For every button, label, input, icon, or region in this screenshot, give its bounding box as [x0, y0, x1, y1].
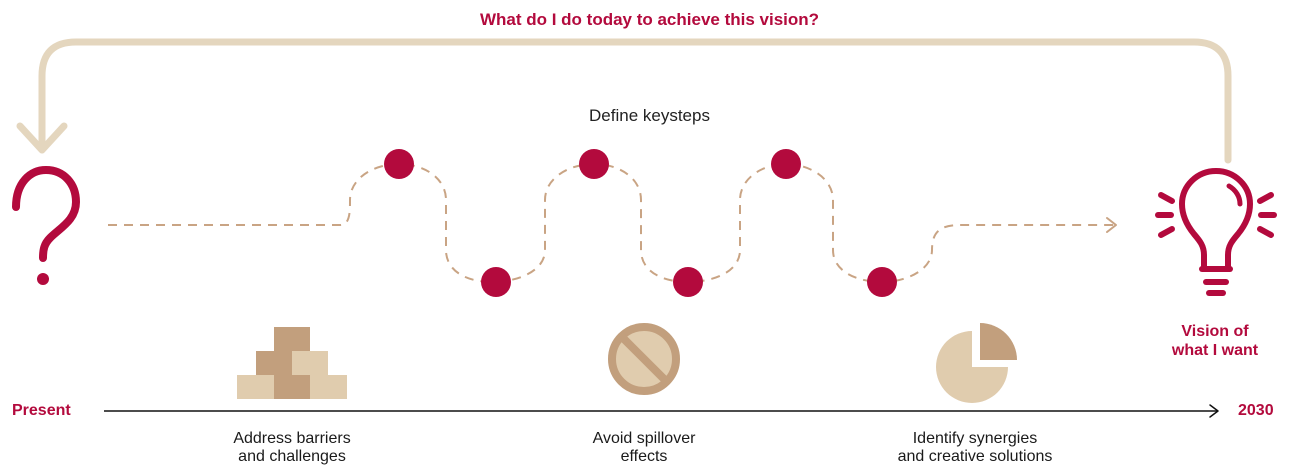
lightbulb-icon [1155, 168, 1277, 296]
timeline-start-label: Present [12, 402, 71, 419]
keysteps-label: Define keysteps [589, 106, 710, 125]
vision-label-line: what I want [1171, 342, 1259, 359]
prohibition-icon [608, 323, 680, 395]
keystep-dot [771, 149, 801, 179]
step-caption-spillover: Avoid spillover effects [514, 430, 774, 466]
vision-label-line: Vision of [1181, 323, 1249, 340]
pie-chart-icon [936, 323, 1017, 403]
step-caption-line: and challenges [238, 448, 346, 465]
keystep-dot [867, 267, 897, 297]
keystep-dot [579, 149, 609, 179]
step-caption-synergies: Identify synergies and creative solution… [845, 430, 1105, 466]
step-caption-line: Avoid spillover [592, 430, 696, 447]
step-caption-line: effects [620, 448, 668, 465]
keystep-dot [673, 267, 703, 297]
keysteps-path [108, 162, 1117, 284]
diagram-title: What do I do today to achieve this visio… [479, 10, 820, 29]
timeline-end-label: 2030 [1238, 402, 1274, 419]
keystep-dot [384, 149, 414, 179]
vision-label: Vision of what I want [1130, 322, 1299, 360]
step-caption-barriers: Address barriers and challenges [162, 430, 422, 466]
keystep-markers [384, 149, 897, 297]
keystep-dot [481, 267, 511, 297]
question-mark-icon [12, 165, 81, 285]
step-caption-line: Identify synergies [912, 430, 1038, 447]
step-caption-line: Address barriers [233, 430, 351, 447]
feedback-loop-arrow [16, 38, 1232, 164]
blocks-icon [237, 327, 347, 399]
timeline-axis [104, 404, 1219, 418]
step-caption-line: and creative solutions [897, 448, 1053, 465]
